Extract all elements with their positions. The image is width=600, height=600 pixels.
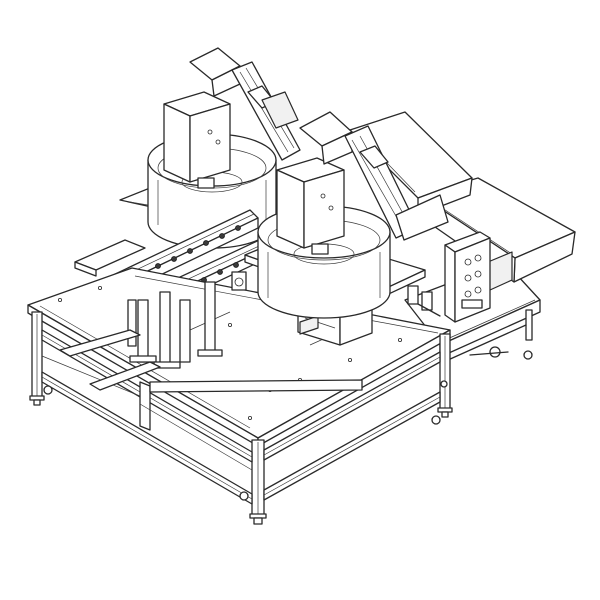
rear-controller-box xyxy=(163,91,231,189)
main-base-frame xyxy=(29,299,453,525)
caster-wheel-front-left xyxy=(43,385,53,395)
caster-wheel-front-center xyxy=(239,491,249,501)
front-elevator-conveyor xyxy=(299,111,449,241)
front-controller-box xyxy=(276,157,345,255)
control-panel xyxy=(444,231,491,323)
panel-knob-icon xyxy=(464,258,472,266)
rear-elevator-conveyor xyxy=(189,47,301,161)
caster-wheel xyxy=(489,346,501,358)
rear-side-brackets xyxy=(407,285,441,317)
rear-left-ledge xyxy=(74,239,146,277)
